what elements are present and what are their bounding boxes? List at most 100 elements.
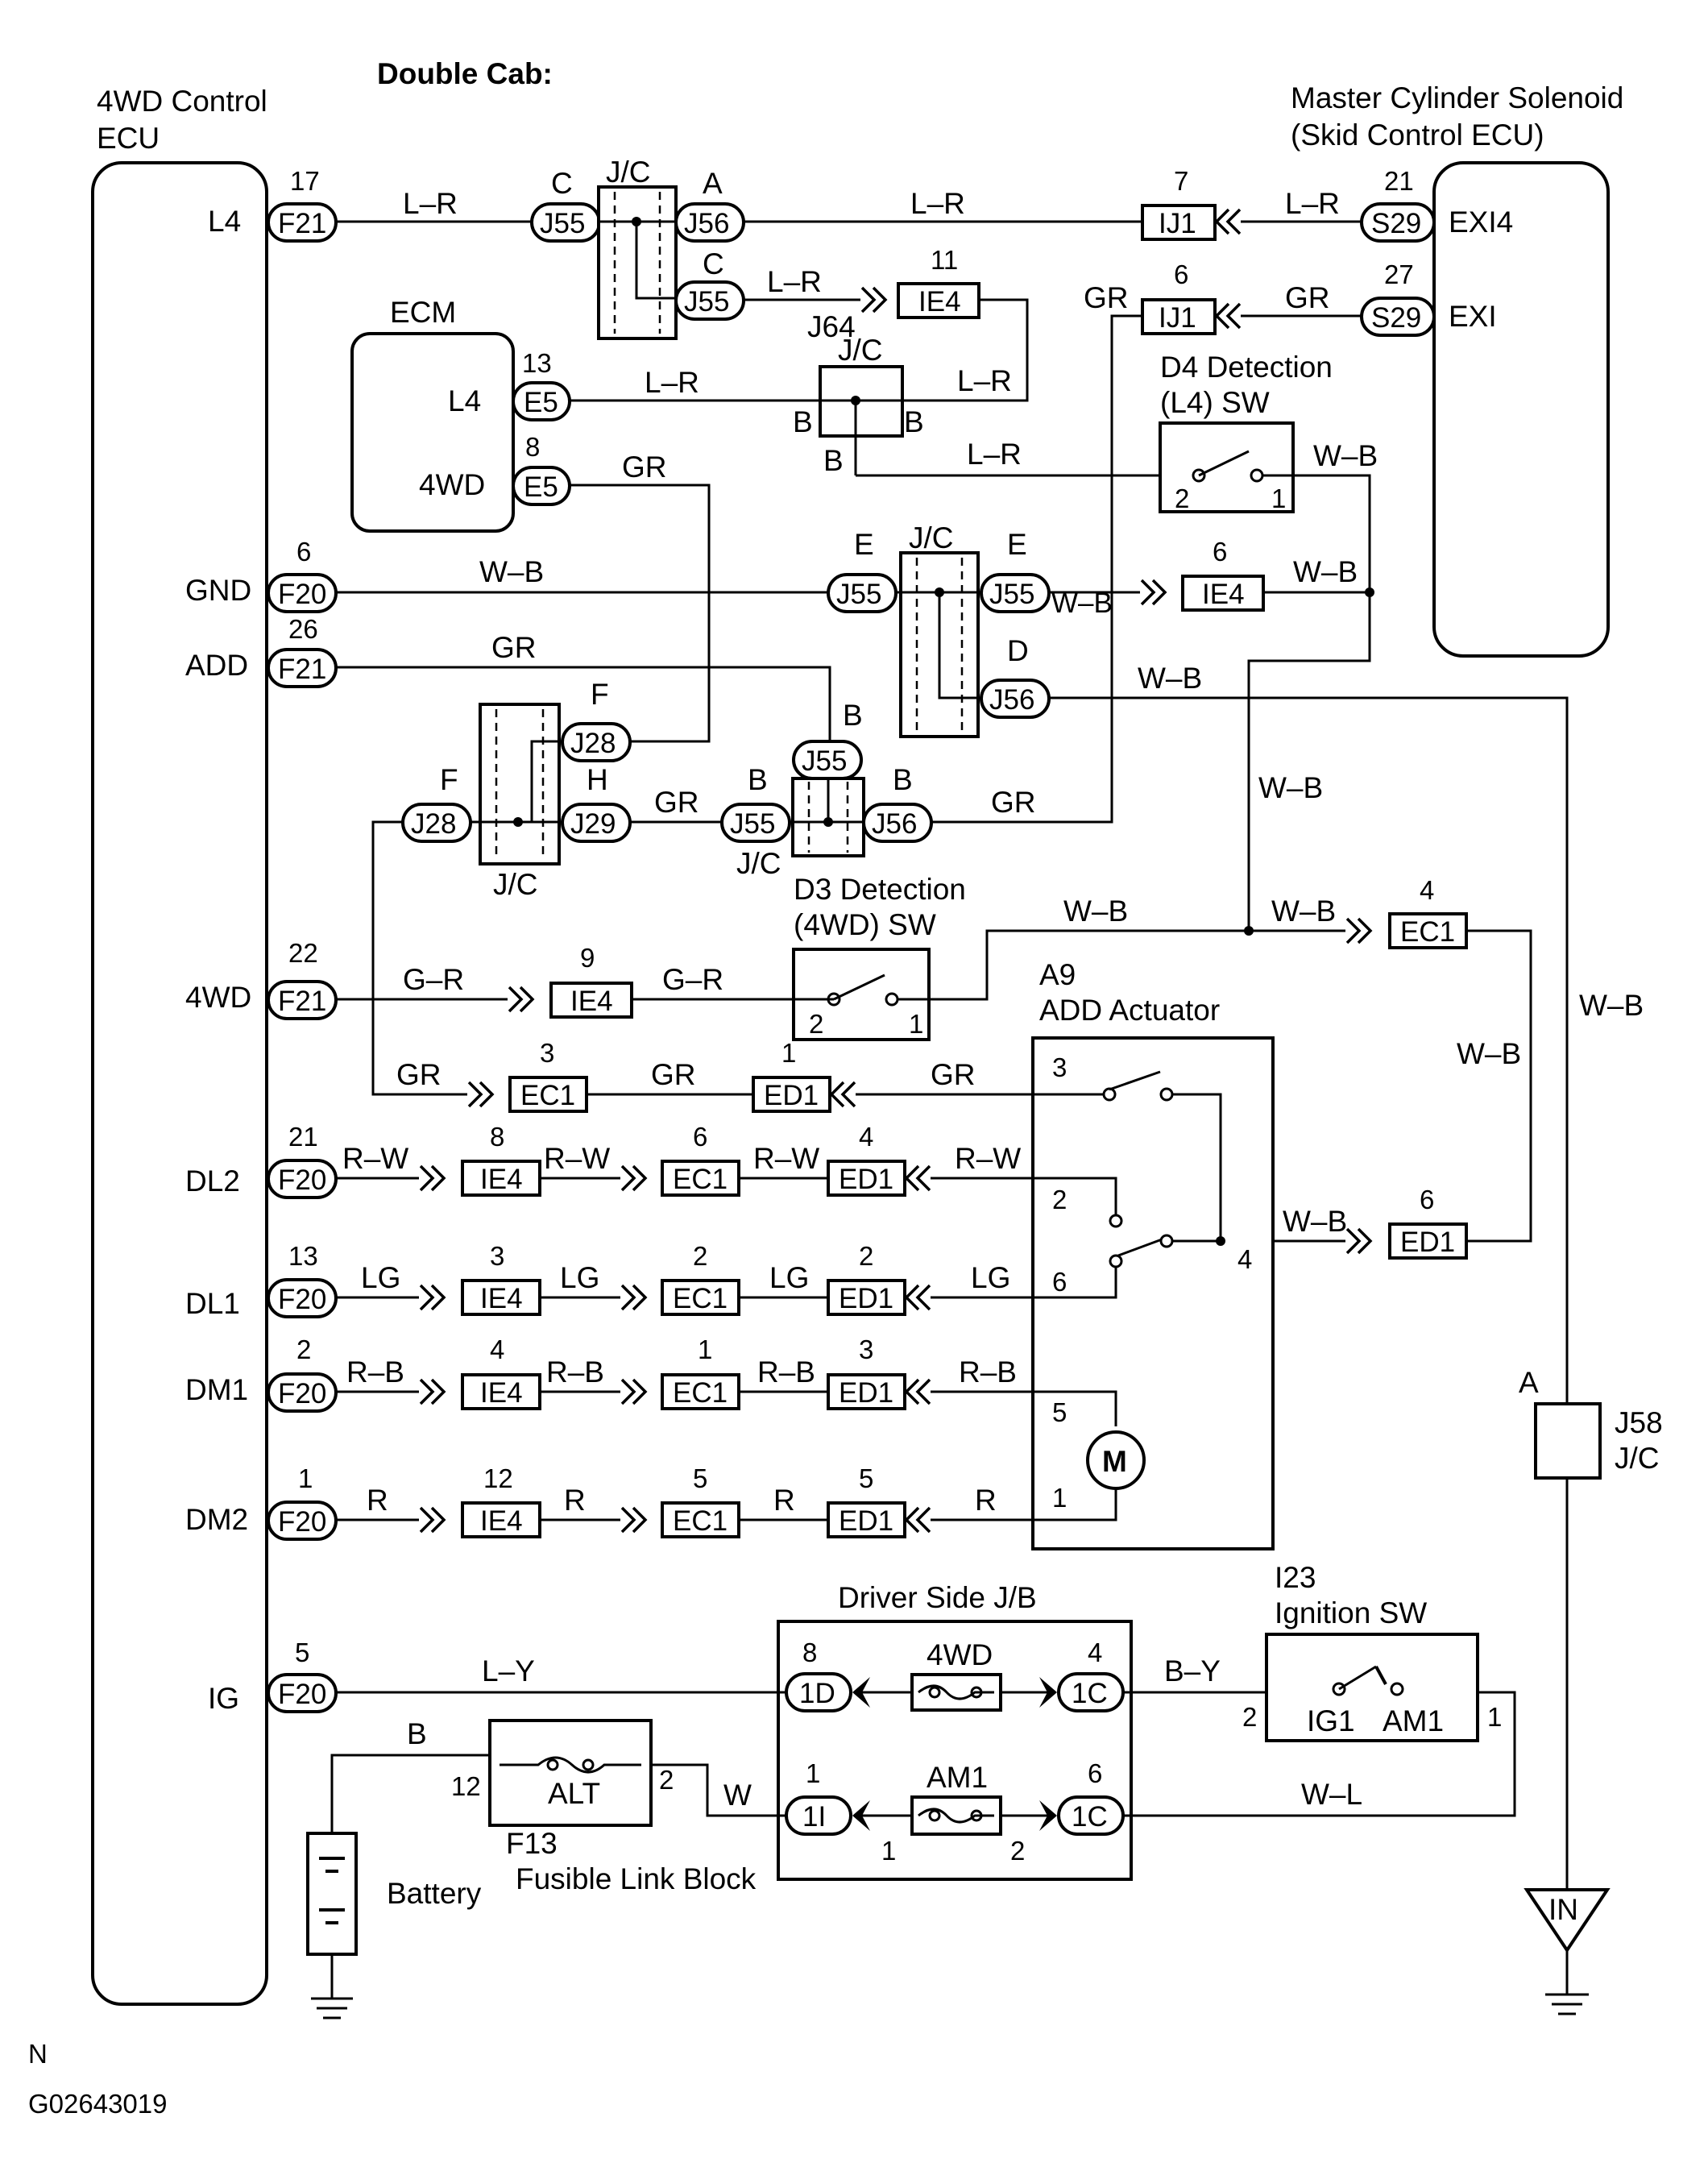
wire-color-label: LG (769, 1261, 809, 1294)
fusible-inner-label: ALT (548, 1777, 600, 1810)
connector-ij1-a (1141, 204, 1217, 241)
connector-label: J55 (730, 808, 775, 840)
wire-color-label: B (407, 1717, 427, 1750)
wire-color-label: LG (971, 1261, 1010, 1294)
d4-title-line2: (L4) SW (1160, 386, 1270, 419)
ecu-pin-gnd: GND (185, 574, 251, 607)
ecm-box (350, 332, 515, 533)
connector-label: J29 (570, 808, 616, 840)
connector-ec1-1 (661, 1373, 740, 1410)
pin-6: 6 (296, 537, 311, 567)
pin-2: 2 (809, 1009, 823, 1039)
motor-label: M (1102, 1445, 1127, 1478)
connector-label: F21 (278, 986, 326, 1017)
connector-label: IE4 (480, 1505, 523, 1537)
pin-2: 2 (1242, 1702, 1257, 1732)
pin-3: 3 (540, 1038, 554, 1068)
wire-color-label: W–B (479, 555, 544, 588)
wire-color-label: B–Y (1164, 1654, 1221, 1687)
connector-ed1-3 (827, 1373, 906, 1410)
pin-8: 8 (802, 1638, 817, 1667)
connector-label: F20 (278, 1284, 326, 1315)
pin-12: 12 (451, 1771, 481, 1801)
wire-color-label: G–R (662, 963, 723, 996)
letter-label: C (703, 247, 724, 280)
letter-label: F (440, 763, 458, 796)
connector-label: ED1 (839, 1164, 893, 1195)
letter-label: A (703, 167, 723, 200)
connector-label: IE4 (918, 286, 961, 318)
wire-color-label: L–R (403, 187, 458, 220)
ecu-pin-dm1: DM1 (185, 1373, 248, 1406)
ecm-pin-l4: L4 (448, 384, 481, 417)
pin-11: 11 (931, 245, 958, 275)
pin-2: 2 (859, 1241, 873, 1271)
connector-ec1-6 (661, 1160, 740, 1197)
connector-label: EC1 (673, 1505, 728, 1537)
pin-4: 4 (490, 1335, 504, 1364)
j58-code: J58 (1615, 1406, 1663, 1439)
pin-4: 4 (1237, 1244, 1252, 1274)
connector-ed1-6 (1388, 1222, 1468, 1260)
connector-label: 1C (1072, 1801, 1108, 1833)
wire-color-label: W–B (1138, 662, 1202, 695)
pin-1: 1 (909, 1009, 923, 1039)
pin-2: 2 (1052, 1185, 1067, 1214)
connector-label: J28 (570, 728, 616, 759)
ign-pin-ig1: IG1 (1307, 1704, 1355, 1737)
wire-color-label: W–B (1258, 771, 1323, 804)
ecu-title-line2: ECU (97, 122, 160, 155)
j58-jc: J/C (1615, 1442, 1660, 1475)
wire-color-label: GR (654, 786, 699, 819)
fusible-name: Fusible Link Block (516, 1862, 757, 1895)
connector-label: F20 (278, 1164, 326, 1196)
connector-label: 1D (799, 1678, 835, 1709)
wire-color-label: W–L (1301, 1778, 1362, 1811)
pin-1: 1 (698, 1335, 712, 1364)
connector-label: EC1 (673, 1283, 728, 1314)
connector-label: EC1 (673, 1164, 728, 1195)
wire-color-label: LG (560, 1261, 599, 1294)
ecu-pin-dm2: DM2 (185, 1503, 248, 1536)
pin-6: 6 (693, 1122, 707, 1152)
ground-in-symbol (1524, 1888, 1611, 1953)
pin-3: 3 (859, 1335, 873, 1364)
pin-4: 4 (1420, 875, 1434, 905)
connector-label: EC1 (520, 1080, 575, 1111)
letter-label: E (854, 528, 874, 561)
ecu-title-line1: 4WD Control (97, 85, 267, 118)
ign-code: I23 (1275, 1561, 1316, 1594)
pin-27: 27 (1384, 259, 1414, 289)
pin-1: 1 (298, 1463, 313, 1493)
pin-5: 5 (295, 1638, 309, 1667)
wire-color-label: W–B (1579, 989, 1644, 1022)
connector-label: F20 (278, 1679, 326, 1710)
letter-label: H (587, 763, 608, 796)
footer-n: N (28, 2039, 48, 2069)
ign-title: Ignition SW (1275, 1596, 1427, 1629)
wire-color-label: W–B (1283, 1205, 1347, 1238)
connector-label: ED1 (839, 1505, 893, 1537)
wire-color-label: R–B (959, 1355, 1017, 1389)
ecu-pin-add: ADD (185, 649, 248, 682)
wire-color-label: R–W (342, 1142, 408, 1175)
pin-26: 26 (288, 614, 318, 644)
wire-color-label: W–B (1313, 439, 1378, 472)
letter-label: B (843, 699, 863, 732)
ecm-pin-4wd: 4WD (419, 468, 485, 501)
ecu-pin-l4: L4 (208, 205, 241, 238)
pin-1: 1 (1271, 484, 1286, 513)
connector-ed1-4 (827, 1160, 906, 1197)
battery-box (306, 1832, 358, 1956)
master-pin-exi: EXI (1449, 300, 1497, 333)
connector-ed1-5 (827, 1501, 906, 1538)
pin-6: 6 (1213, 537, 1227, 567)
ignition-switch-box (1265, 1633, 1479, 1742)
footer-code: G02643019 (28, 2089, 168, 2119)
wire-color-label: GR (1285, 281, 1330, 314)
wire-color-label: GR (396, 1058, 442, 1091)
a9-actuator-box (1031, 1036, 1275, 1550)
j64-jc-label: J/C (838, 334, 883, 367)
pin-1: 1 (806, 1758, 820, 1788)
wire-color-label: R (773, 1484, 795, 1517)
